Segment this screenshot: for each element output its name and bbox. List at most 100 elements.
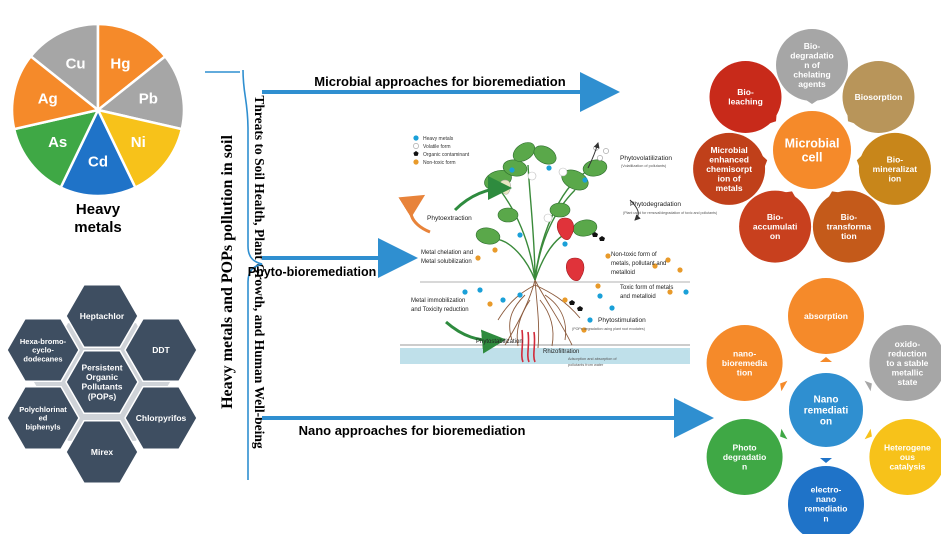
nano-center-circle [787,371,865,449]
pop-hex-4 [6,386,80,450]
pie-label-pb: Pb [139,91,158,108]
nano-node-3-line-3: n [823,513,828,523]
legend-heavy-metals-marker [413,135,419,141]
label-nontoxic-2: metals, pollutant and [611,261,666,267]
microbial-node-6-line-1: leaching [728,97,762,107]
nano-center-line-2: on [820,417,832,428]
pop-hex-label-5-2: dodecanes [23,354,62,363]
legend-organic-marker [413,151,419,156]
legend-volatile: Volatile form [423,144,451,150]
pie-slice-pb [95,54,186,131]
nano-node-3-line-2: remediatio [805,504,848,514]
microbial-node-4 [739,190,812,263]
microbial-node-0 [776,29,848,101]
pop-hex-label-4-0: Polychlorinat [19,405,67,414]
pop-hex-label-5-1: cyclo- [32,346,54,355]
nano-node-2 [869,419,941,495]
pop-hex-5 [6,318,80,382]
nano-arrow-4 [780,428,788,440]
nano-node-1-line-2: to a stable [886,358,928,368]
microbial-node-3 [812,190,885,263]
pop-hex-label-1-0: DDT [152,345,170,355]
nano-node-4 [706,419,783,495]
microbial-node-4-line-1: accumulati [753,222,797,232]
legend-nontoxic: Non-toxic form [423,160,456,166]
microbial-node-3-line-2: tion [841,231,857,241]
nano-node-3-line-0: electro- [811,485,842,495]
nano-node-0-line-0: absorption [804,311,848,321]
label-immobilization-2: and Toxicity reduction [411,307,469,313]
nano-node-5-line-0: nano- [733,349,756,359]
label-phytostabilization: Phytostabilization [476,339,523,345]
pie-slice-ag [10,54,101,131]
nano-center-line-0: Nano [814,394,839,405]
pie-slice-ni [95,108,184,190]
microbial-node-0-line-0: Bio- [804,41,821,51]
microbial-center-line-0: Microbial [785,136,840,150]
nano-arrow-1 [864,380,872,392]
nano-node-4-line-1: degradatio [723,452,766,462]
legend-nontoxic-marker [413,159,419,165]
pop-hex-3 [65,420,139,484]
nano-node-2-line-2: catalysis [889,462,925,472]
nano-node-0 [788,278,864,354]
nano-node-4-line-2: n [742,462,747,472]
label-chelation-1: Metal chelation and [421,250,473,256]
pop-center-line-1: Organic [86,372,118,382]
microbial-node-2-line-2: ion [888,173,901,183]
nano-node-5 [706,325,783,401]
label-phytodegradation: Phytodegradation [630,201,681,208]
microbial-arrow-label: Microbial approaches for bioremediation [314,74,565,89]
nano-node-1-line-3: metallic [892,368,924,378]
label-phytodegradation-sub: (Plant used for removal/degradation of t… [623,211,717,215]
nano-node-5-line-1: bioremedia [722,358,768,368]
pie-label-ni: Ni [131,134,146,151]
pop-hex-label-0-0: Heptachlor [80,311,125,321]
microbial-node-4-line-0: Bio- [767,212,784,222]
label-phytovolatilization: Phytovolatilization [620,155,672,162]
label-immobilization-1: Metal immobilization [411,298,465,304]
pop-hex-label-5-0: Hexa-bromo- [20,337,67,346]
microbial-node-4-line-2: on [770,231,780,241]
pop-hex-label-2-0: Chlorpyrifos [136,413,187,423]
nano-center-line-1: remediati [804,406,849,417]
label-phytostimulation: Phytostimulation [598,317,646,324]
label-nontoxic-1: Non-toxic form of [611,252,657,258]
water-layer [400,348,690,364]
pop-hex-center [65,350,139,414]
pop-hex-1 [124,318,198,382]
label-phytoextraction: Phytoextraction [427,215,472,222]
pie-label-cu: Cu [66,56,86,73]
pie-label-as: As [48,134,67,151]
label-rhizofiltration: Rhizofiltration [543,349,579,355]
microbial-node-5-line-3: ion of [718,173,741,183]
pie-slice-as [12,108,101,190]
nano-cycle: Nanoremediationabsorptionoxido-reduction… [706,278,941,534]
nano-node-1-line-0: oxido- [895,339,921,349]
nano-node-1-line-4: state [897,377,917,387]
pop-hex-label-3-0: Mirex [91,447,113,457]
microbial-node-5 [693,132,766,205]
microbial-center-circle [771,109,853,191]
label-nontoxic-3: metalloid [611,270,635,276]
label-rhizofiltration-sub-1: Adsorption and absorption of [568,357,617,361]
nano-node-2-line-1: ous [900,452,915,462]
pie-label-ag: Ag [38,91,58,108]
legend-volatile-marker [413,143,419,149]
pop-hex-2 [124,386,198,450]
pie-label-hg: Hg [110,56,130,73]
microbial-node-1 [842,61,915,133]
label-rhizofiltration-sub-2: pollutants from water [568,363,604,367]
microbial-node-2-line-0: Bio- [887,154,904,164]
nano-node-5-line-2: tion [737,368,753,378]
pop-center-line-0: Persistent [81,363,122,373]
microbial-node-0-line-1: degradatio [790,51,833,61]
microbial-node-5-line-0: Microbial [710,145,747,155]
microbial-node-0-line-4: agents [798,79,826,89]
nano-arrow-0 [820,357,832,362]
microbial-node-0-line-3: chelating [793,70,830,80]
bracket-line [242,69,263,480]
